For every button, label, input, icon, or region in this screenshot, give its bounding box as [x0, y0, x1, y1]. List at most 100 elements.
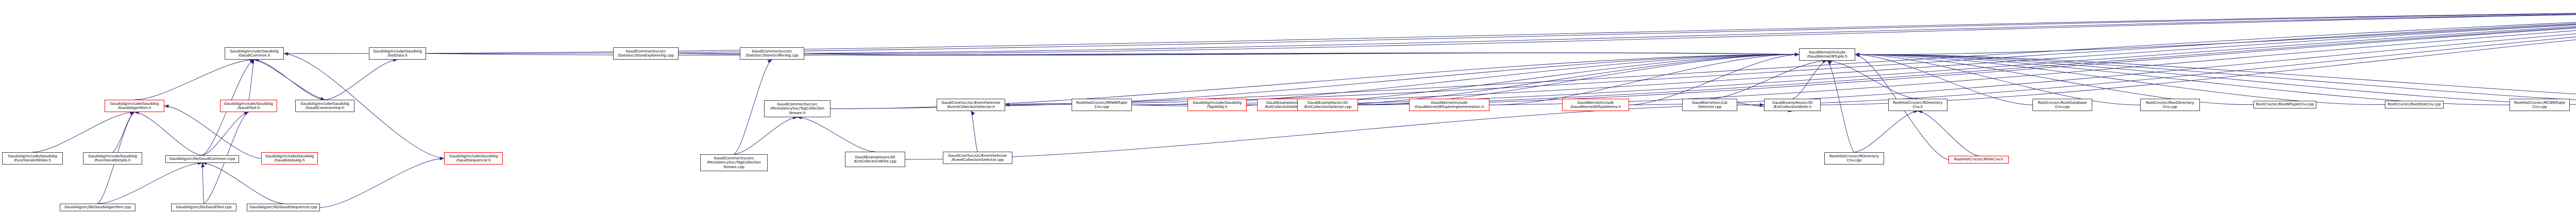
graph-edge [1709, 59, 1828, 99]
graph-node[interactable]: GaudiExamples/src/IO /EvtCollectionWrite… [845, 152, 905, 167]
graph-edge [1855, 52, 2576, 105]
graph-edge [1855, 52, 2141, 105]
graph-node[interactable]: RootCnv/src/RootNTupleCnv.cpp [2253, 101, 2316, 108]
graph-edge [1827, 60, 1855, 153]
graph-edge [678, 52, 1800, 57]
graph-edge [1629, 52, 1800, 105]
graph-node-label: RootCnv/src/RootNTupleCnv.cpp [2256, 102, 2314, 107]
graph-node[interactable]: RootHistCnv/src/RRWNTuple Cnv.cpp [1072, 99, 1132, 111]
graph-node[interactable]: RootHistCnv/src/RDirectory Cnv.cpp [1824, 152, 1884, 165]
graph-node[interactable]: GaudiKernel/src/Lib /Selector.cpp [1682, 99, 1737, 111]
graph-edge [325, 58, 398, 100]
graph-edge [248, 59, 255, 100]
graph-edge [201, 161, 284, 204]
graph-edge [1855, 52, 2510, 105]
graph-node-label: RootHistCnv/src/RDirectory Cnv.h [1893, 100, 1943, 109]
graph-edge [830, 22, 2576, 109]
graph-edge [734, 116, 798, 155]
graph-node[interactable]: GaudiAlg/include/GaudiAlg /GaudiCommonIm… [295, 100, 354, 112]
graph-node-label: RootCnv/src/RootStatCnv.cpp [2387, 102, 2441, 107]
graph-node-label: GaudiCommonSvc/src /DataSvc/StoreExplore… [617, 48, 674, 58]
graph-node-label: RootCnv/src/RootDirectory Cnv.cpp [2146, 100, 2194, 109]
graph-node[interactable]: GaudiAlg/include/GaudiAlg /GetData.h [369, 47, 426, 60]
graph-node-label: RootCnv/src/RootDatabase Cnv.cpp [2038, 100, 2087, 109]
graph-edge [134, 58, 255, 100]
graph-node[interactable]: GaudiCommonSvc/src /DataSvc/StoreSniffer… [740, 47, 804, 60]
graph-node[interactable]: GaudiKernel/include /GaudiKernel/NTuple.… [1799, 48, 1855, 61]
graph-node-label: RootHistCnv/src/RCWNTuple Cnv.cpp [2514, 100, 2566, 109]
graph-node-label: GaudiKernel/src/Lib /Selector.cpp [1692, 100, 1727, 109]
graph-node-label: GaudiKernel/include /GaudiKernel/NTuple.… [1807, 49, 1848, 59]
graph-node[interactable]: RootCnv/src/RootDatabase Cnv.cpp [2032, 99, 2092, 111]
graph-node[interactable]: GaudiAlg/src/lib/GaudiAlgorithm.cpp [60, 204, 135, 211]
graph-edge [1131, 52, 1800, 105]
graph-edge [905, 103, 1765, 160]
graph-node[interactable]: RootCnv/src/RootStatCnv.cpp [2385, 101, 2444, 108]
graph-node-label: GaudiKernel/include /GaudiKernel/NTupleI… [1570, 100, 1621, 109]
graph-node[interactable]: GaudiAlg/include/GaudiAlg /GaudiSequence… [444, 152, 503, 165]
graph-node[interactable]: GaudiAlg/include/GaudiAlg /GaudiAlgorith… [105, 100, 164, 112]
graph-node[interactable]: GaudiCoreSvc/src/EventSelector /EventCol… [943, 152, 1012, 164]
graph-node[interactable]: GaudiExamples/src/IO /EvtCollectionWrite… [1764, 99, 1821, 111]
graph-node[interactable]: GaudiAlg/include/GaudiAlg /TupleObj.h [1188, 99, 1247, 111]
graph-edge [804, 52, 1800, 57]
graph-node[interactable]: GaudiAlg/include/GaudiAlg /GaudiTool.h [220, 100, 277, 112]
graph-node-label: GaudiExamples/src/IO /EvtCollectionSelec… [1303, 100, 1352, 109]
graph-node-label: GaudiAlg/include/GaudiAlg /FunctionalUti… [8, 153, 57, 162]
graph-node[interactable]: GaudiAlg/include/GaudiAlg /GaudiCommon.h [225, 47, 284, 60]
graph-edge [1358, 52, 1800, 105]
graph-node-label: GaudiAlg/src/lib/GaudiAlgorithm.cpp [64, 205, 131, 210]
graph-node[interactable]: GaudiCommonSvc/src /DataSvc/StoreExplore… [613, 47, 679, 60]
graph-node[interactable]: GaudiAlg/src/lib/GaudiSequencer.cpp [247, 204, 320, 211]
graph-node[interactable]: GaudiAlg/include/GaudiAlg /FunctionalDet… [83, 152, 142, 165]
graph-edge [1855, 52, 2033, 105]
graph-edge [1820, 39, 2576, 105]
graph-node-label: GaudiAlg/src/lib/GaudiSequencer.cpp [249, 205, 317, 210]
graph-node[interactable]: RootHistCnv/src/RDirectory Cnv.h [1888, 99, 1947, 111]
graph-node[interactable]: RootHistCnv/src/RFileCnv.h [1948, 156, 2009, 164]
graph-edge [202, 111, 249, 156]
graph-node-label: GaudiAlg/include/GaudiAlg /GaudiSequence… [449, 153, 498, 162]
graph-node-label: GaudiAlg/include/GaudiAlg /FunctionalDet… [88, 153, 137, 162]
graph-node[interactable]: GaudiAlg/include/GaudiAlg /GaudiHistoAlg… [261, 152, 318, 165]
graph-node-label: GaudiCommonSvc/src /PersistencySvc/TagCo… [707, 155, 761, 169]
graph-edge [678, 14, 2576, 54]
graph-node[interactable]: RootHistCnv/src/RCWNTuple Cnv.cpp [2510, 99, 2570, 111]
graph-node-label: GaudiCoreSvc/src/EventSelector /EventCol… [948, 153, 1007, 162]
graph-node[interactable]: GaudiExamples/src/IO /EvtCollectionSelec… [1297, 99, 1358, 111]
graph-node-label: GaudiAlg/include/GaudiAlg /TupleObj.h [1193, 100, 1242, 109]
graph-edge [1792, 59, 1828, 99]
graph-node-label: GaudiAlg/include/GaudiAlg /GaudiCommonIm… [300, 101, 349, 110]
graph-node[interactable]: GaudiCommonSvc/src /PersistencySvc/TagCo… [764, 100, 831, 117]
graph-node[interactable]: GaudiKernel/include /GaudiKernel/NTupleI… [1562, 99, 1629, 111]
graph-edge [134, 111, 202, 156]
graph-node-label: GaudiAlg/include/GaudiAlg /GaudiCommon.h [230, 48, 279, 58]
graph-node-label: GaudiAlg/include/GaudiAlg /GaudiAlgorith… [110, 101, 159, 110]
graph-node-label: GaudiAlg/src/lib/GaudiTool.cpp [176, 205, 232, 210]
graph-edge [971, 111, 978, 152]
graph-node-label: GaudiExamples/src/IO /EvtCollectionWrite… [854, 154, 896, 164]
graph-node-label: RootHistCnv/src/RDirectory Cnv.cpp [1829, 153, 1879, 162]
graph-node[interactable]: GaudiAlg/src/lib/GaudiCommon.icpp [165, 155, 239, 163]
graph-node-label: GaudiAlg/include/GaudiAlg /GaudiTool.h [224, 101, 273, 110]
graph-node[interactable]: GaudiCommonSvc/src /PersistencySvc/TagCo… [700, 154, 768, 171]
graph-edge [1855, 52, 2254, 105]
graph-node[interactable]: RootCnv/src/RootDirectory Cnv.cpp [2140, 99, 2200, 111]
graph-node-label: GaudiCommonSvc/src /DataSvc/StoreSniffer… [745, 48, 799, 58]
graph-edge [1315, 52, 1800, 105]
graph-node-label: GaudiAlg/include/GaudiAlg /GetData.h [373, 48, 422, 58]
graph-node[interactable]: GaudiAlg/src/lib/GaudiTool.cpp [171, 204, 236, 211]
graph-edge [1917, 110, 1979, 156]
graph-edge [319, 156, 445, 208]
graph-edge [254, 59, 326, 101]
graph-node[interactable]: GaudiKernel/include /GaudiKernel/NTupleI… [1409, 99, 1489, 111]
graph-edge [1629, 33, 2576, 105]
graph-edge [804, 14, 2576, 54]
graph-edge [1855, 52, 2385, 105]
graph-edge [112, 112, 135, 153]
graph-edge [97, 161, 203, 204]
graph-node-label: GaudiCoreSvc/src/EventSelector /EventCol… [941, 100, 1001, 109]
graph-node[interactable]: GaudiAlg/include/GaudiAlg /FunctionalUti… [2, 152, 63, 165]
graph-node[interactable]: GaudiCoreSvc/src/EventSelector /EventCol… [937, 99, 1005, 111]
graph-edge [201, 162, 205, 204]
